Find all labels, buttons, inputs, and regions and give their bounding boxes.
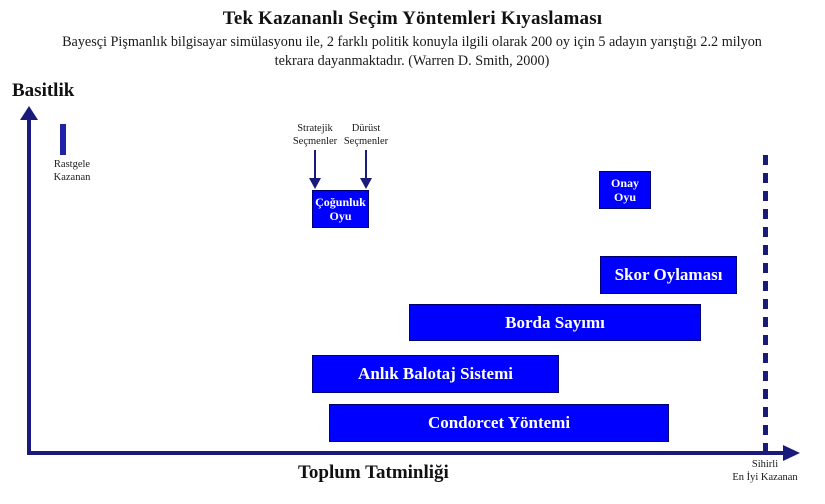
- ideal-winner-caption: Sihirli En İyi Kazanan: [705, 458, 825, 484]
- x-axis-label: Toplum Tatminliği: [298, 462, 449, 483]
- y-axis-line: [27, 118, 31, 454]
- honest-voters-line2: Seçmenler: [343, 136, 389, 147]
- approval-label-line2: Oyu: [613, 190, 636, 204]
- bar-label-instant-runoff: Anlık Balotaj Sistemi: [358, 364, 513, 383]
- bar-label-approval-voting: Onay Oyu: [611, 176, 639, 204]
- x-axis-arrow-head: [783, 445, 800, 461]
- random-winner-line2: Kazanan: [53, 172, 91, 183]
- bar-label-plurality-voting: Çoğunluk Oyu: [315, 195, 366, 223]
- bar-score-voting: Skor Oylaması: [600, 256, 737, 294]
- bar-approval-voting: Onay Oyu: [599, 171, 651, 209]
- bar-instant-runoff: Anlık Balotaj Sistemi: [312, 355, 559, 393]
- bar-label-condorcet-method: Condorcet Yöntemi: [427, 413, 571, 432]
- arrow-strategic-voters-shaft: [314, 150, 316, 180]
- y-axis-arrow-head: [20, 106, 38, 120]
- ideal-winner-reference-line: [763, 155, 768, 453]
- bar-condorcet-method: Condorcet Yöntemi: [329, 404, 669, 442]
- arrow-honest-voters-head-icon: [360, 178, 372, 189]
- plurality-label-line1: Çoğunluk: [315, 195, 366, 209]
- strategic-voters-line2: Seçmenler: [292, 136, 338, 147]
- honest-voters-line1: Dürüst: [351, 123, 381, 134]
- bar-random-winner: [60, 124, 66, 155]
- plurality-label-line2: Oyu: [329, 209, 352, 223]
- ideal-winner-caption-line2: En İyi Kazanan: [732, 472, 798, 483]
- strategic-voters-line1: Stratejik: [297, 123, 333, 134]
- arrow-strategic-voters-head-icon: [309, 178, 321, 189]
- page-title: Tek Kazananlı Seçim Yöntemleri Kıyaslama…: [222, 8, 603, 29]
- y-axis-label: Basitlik: [12, 80, 75, 101]
- bar-borda-count: Borda Sayımı: [409, 304, 701, 341]
- x-axis-line: [27, 451, 787, 455]
- annotation-strategic-voters: Stratejik Seçmenler: [272, 122, 358, 148]
- annotation-honest-voters: Dürüst Seçmenler: [323, 122, 409, 148]
- page-subtitle: Bayesçi Pişmanlık bilgisayar simülasyonu…: [62, 34, 762, 69]
- ideal-winner-caption-line1: Sihirli: [751, 459, 779, 470]
- bar-label-random-winner: Rastgele Kazanan: [30, 158, 114, 184]
- bar-plurality-voting: Çoğunluk Oyu: [312, 190, 369, 228]
- bar-label-borda-count: Borda Sayımı: [505, 312, 605, 332]
- random-winner-line1: Rastgele: [53, 159, 91, 170]
- arrow-honest-voters-shaft: [365, 150, 367, 180]
- approval-label-line1: Onay: [610, 176, 639, 190]
- bar-label-score-voting: Skor Oylaması: [614, 265, 723, 284]
